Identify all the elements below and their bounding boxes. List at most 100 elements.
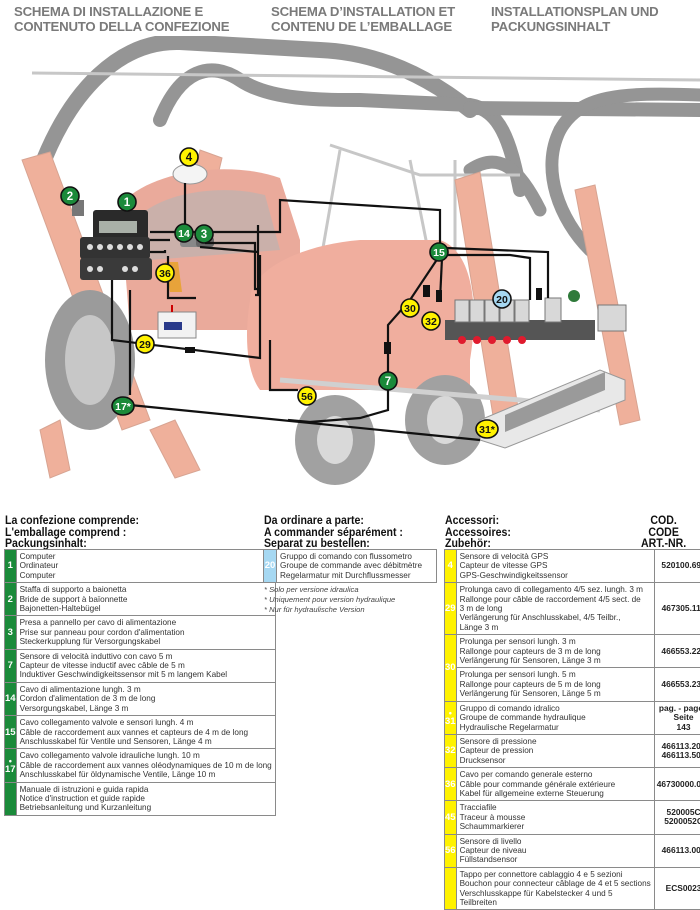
title-line: SCHEMA D’INSTALLATION ET (271, 4, 455, 19)
hydraulic-notes: * Solo per versione idraulica * Uniqueme… (264, 585, 395, 615)
description-line: Manuale di istruzioni e guida rapida (20, 785, 272, 794)
description-line: Verlängerung für Sensoren, Länge 3 m (460, 656, 651, 665)
title-french: SCHEMA D’INSTALLATION ET CONTENU DE L’EM… (271, 4, 455, 34)
note-line: * Solo per versione idraulica (264, 585, 395, 595)
callout-1: 1 (118, 193, 136, 211)
description-line: GPS-Geschwindigkeitssensor (460, 571, 651, 580)
separate-order-heading: Da ordinare a parte: A commander séparém… (264, 516, 403, 551)
code-value: ECS0023 (657, 884, 700, 893)
item-number-label: 56 (445, 845, 456, 856)
callout-label: 2 (67, 191, 73, 203)
item-number: 29 (445, 583, 457, 635)
description-line: Câble de raccordement aux vannes oléodyn… (20, 761, 272, 770)
item-number-label: 31 (445, 716, 456, 727)
item-number: 2 (5, 583, 17, 616)
description-line: Ordinateur (20, 561, 272, 570)
description-line: Cordon d'alimentation de 3 m de long (20, 694, 272, 703)
page-titles: SCHEMA DI INSTALLAZIONE E CONTENUTO DELL… (0, 4, 700, 40)
callout-30: 30 (401, 299, 419, 317)
description-line: Steckerkupplung für Versorgungskabel (20, 637, 272, 646)
callout-14: 14 (175, 224, 193, 242)
description-line: Sensore di pressione (460, 737, 651, 746)
item-code: ECS0023 (654, 867, 700, 910)
description-line: Computer (20, 571, 272, 580)
item-number: •31 (445, 701, 457, 734)
heading-line: Accessori: (445, 516, 511, 528)
description-line: Länge 3 m (460, 623, 651, 632)
item-description: Prolunga cavo di collegamento 4/5 sez. l… (456, 583, 654, 635)
callout-29: 29 (136, 335, 154, 353)
description-line: Teilbreiten (460, 898, 651, 907)
item-number (5, 782, 17, 815)
callout-label: 14 (178, 228, 190, 240)
heading-line: Da ordinare a parte: (264, 516, 403, 528)
description-line: Induktiver Geschwindigkeitssensor mit 5 … (20, 670, 272, 679)
item-number-label: 36 (445, 779, 456, 790)
callout-17-star: 17* (112, 397, 134, 415)
description-line: Rallonge pour câble de raccordement 4/5 … (460, 595, 651, 604)
sprayer-tank (247, 240, 474, 390)
title-italian: SCHEMA DI INSTALLAZIONE E CONTENUTO DELL… (14, 4, 229, 34)
item-number-label: 17 (5, 764, 16, 775)
gps-antenna (173, 164, 207, 184)
code-value: 466113.500 (657, 751, 700, 760)
callout-label: 7 (385, 376, 391, 388)
item-number: 7 (5, 649, 17, 682)
item-number: 56 (445, 834, 457, 867)
item-code: 466113.004 (654, 834, 700, 867)
title-line: INSTALLATIONSPLAN UND (491, 4, 658, 19)
title-line: SCHEMA DI INSTALLAZIONE E (14, 4, 229, 19)
description-line: Betriebsanleitung und Kurzanleitung (20, 803, 272, 812)
description-line: Câble de raccordement aux vannes et capt… (20, 728, 272, 737)
description-line: Sensore di velocità GPS (460, 552, 651, 561)
description-line: Presa a pannello per cavo di alimentazio… (20, 618, 272, 627)
callout-label: 29 (139, 339, 151, 351)
accessories-heading: Accessori: Accessoires: Zubehör: (445, 516, 511, 551)
description-line: Computer (20, 552, 272, 561)
item-number-label: 20 (265, 560, 276, 571)
description-line: Anschlusskabel für öldynamische Ventile,… (20, 770, 272, 779)
item-number-label: 29 (445, 603, 456, 614)
item-number: 1 (5, 550, 17, 583)
callout-31-star: 31* (476, 420, 498, 438)
description-line: Sensore di livello (460, 837, 651, 846)
description-line: Groupe de commande hydraulique (460, 713, 651, 722)
callout-3: 3 (195, 225, 213, 243)
code-value: 143 (657, 723, 700, 732)
description-line: Anschlusskabel für Ventile und Sensoren,… (20, 737, 272, 746)
callout-label: 31* (479, 424, 496, 436)
description-line: Rallonge pour capteurs de 5 m de long (460, 680, 651, 689)
title-line: CONTENU DE L’EMBALLAGE (271, 19, 455, 34)
item-number: 14 (5, 682, 17, 715)
description-line: Prolunga cavo di collegamento 4/5 sez. l… (460, 585, 651, 594)
description-line: Cavo per comando generale esterno (460, 770, 651, 779)
code-value: 46730000.090 (657, 780, 700, 789)
title-german: INSTALLATIONSPLAN UND PACKUNGSINHALT (491, 4, 658, 34)
description-line: Prise sur panneau pour cordon d'alimenta… (20, 628, 272, 637)
description-line: Groupe de commande avec débitmètre (280, 561, 433, 570)
description-line: 3 m de long (460, 604, 651, 613)
description-line: Gruppo di comando idralico (460, 704, 651, 713)
item-number-label: 4 (448, 560, 453, 571)
callout-label: 20 (496, 294, 508, 306)
callout-20: 20 (493, 290, 511, 308)
description-line: Tracciafile (460, 803, 651, 812)
description-line: Tappo per connettore cablaggio 4 e 5 sez… (460, 870, 651, 879)
code-value: 5200052C (657, 817, 700, 826)
description-line: Hydraulische Regelarmatur (460, 723, 651, 732)
